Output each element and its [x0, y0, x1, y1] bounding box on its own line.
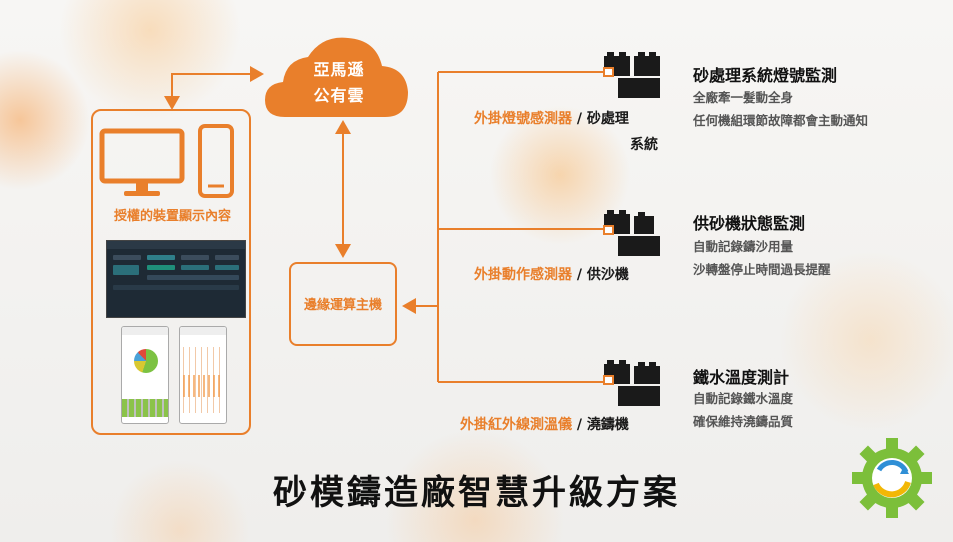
brick-machine-icon [603, 210, 660, 256]
dashboard-thumbnail [106, 240, 246, 318]
sensor-3-desc-2: 確保維持澆鑄品質 [693, 414, 794, 429]
sensor-1-machine-2: 系統 [630, 137, 658, 153]
sensor-3-machine: 澆鑄機 [586, 417, 629, 433]
sensor-2-label: 外掛動作感測器 / 供沙機 [474, 264, 629, 284]
sensor-1-desc-2: 任何機組環節故障都會主動通知 [693, 113, 869, 128]
cloud-line-2: 公有雲 [313, 86, 365, 105]
sensor-2-machine: 供沙機 [586, 267, 629, 283]
brick-machine-icon [603, 52, 660, 98]
sensor-1-desc: 全廠牽一髮動全身 任何機組環節故障都會主動通知 [693, 86, 868, 132]
sensor-3-desc: 自動記錄鐵水溫度 確保維持澆鑄品質 [693, 387, 793, 433]
cloud-label: 亞馬遜 公有雲 [285, 57, 393, 109]
phone-thumbnail-2 [179, 326, 227, 424]
page-title: 砂模鑄造廠智慧升級方案 [273, 473, 680, 513]
cloud-line-1: 亞馬遜 [313, 60, 365, 79]
cloud-icon [265, 37, 408, 117]
sensor-3-title: 鐵水溫度測計 [693, 368, 790, 387]
brick-machine-icon [603, 360, 660, 406]
sensor-3-sep: / [572, 417, 587, 433]
sensor-1-desc-1: 全廠牽一髮動全身 [693, 90, 794, 105]
sensor-2-desc: 自動記錄鑄沙用量 沙轉盤停止時間過長提醒 [693, 235, 831, 281]
sensor-2-desc-2: 沙轉盤停止時間過長提醒 [693, 262, 831, 277]
sensor-2-sep: / [572, 267, 587, 283]
sensor-2-name: 外掛動作感測器 [474, 267, 572, 283]
phone-icon [198, 124, 234, 198]
sensor-3-desc-1: 自動記錄鐵水溫度 [693, 391, 794, 406]
sensor-1-machine-line2: 系統 [630, 134, 658, 154]
sensor-1-name: 外掛燈號感測器 [474, 111, 572, 127]
sensor-3-label: 外掛紅外線測溫儀 / 澆鑄機 [460, 414, 629, 434]
gear-logo-icon [852, 438, 932, 518]
edge-host-box [289, 262, 397, 346]
phone-thumbnail-1 [121, 326, 169, 424]
sensor-1-sep: / [572, 111, 587, 127]
sensor-2-title: 供砂機狀態監測 [693, 214, 806, 233]
sensor-1-label: 外掛燈號感測器 / 砂處理 [474, 108, 629, 128]
devices-label: 授權的裝置顯示內容 [113, 209, 231, 224]
sensor-2-desc-1: 自動記錄鑄沙用量 [693, 239, 794, 254]
edge-host-label: 邊緣運算主機 [303, 298, 382, 313]
sensor-1-machine: 砂處理 [586, 111, 629, 127]
monitor-icon [99, 128, 185, 196]
sensor-1-title: 砂處理系統燈號監測 [693, 66, 838, 85]
devices-panel [91, 109, 251, 435]
sensor-3-name: 外掛紅外線測溫儀 [460, 417, 572, 433]
